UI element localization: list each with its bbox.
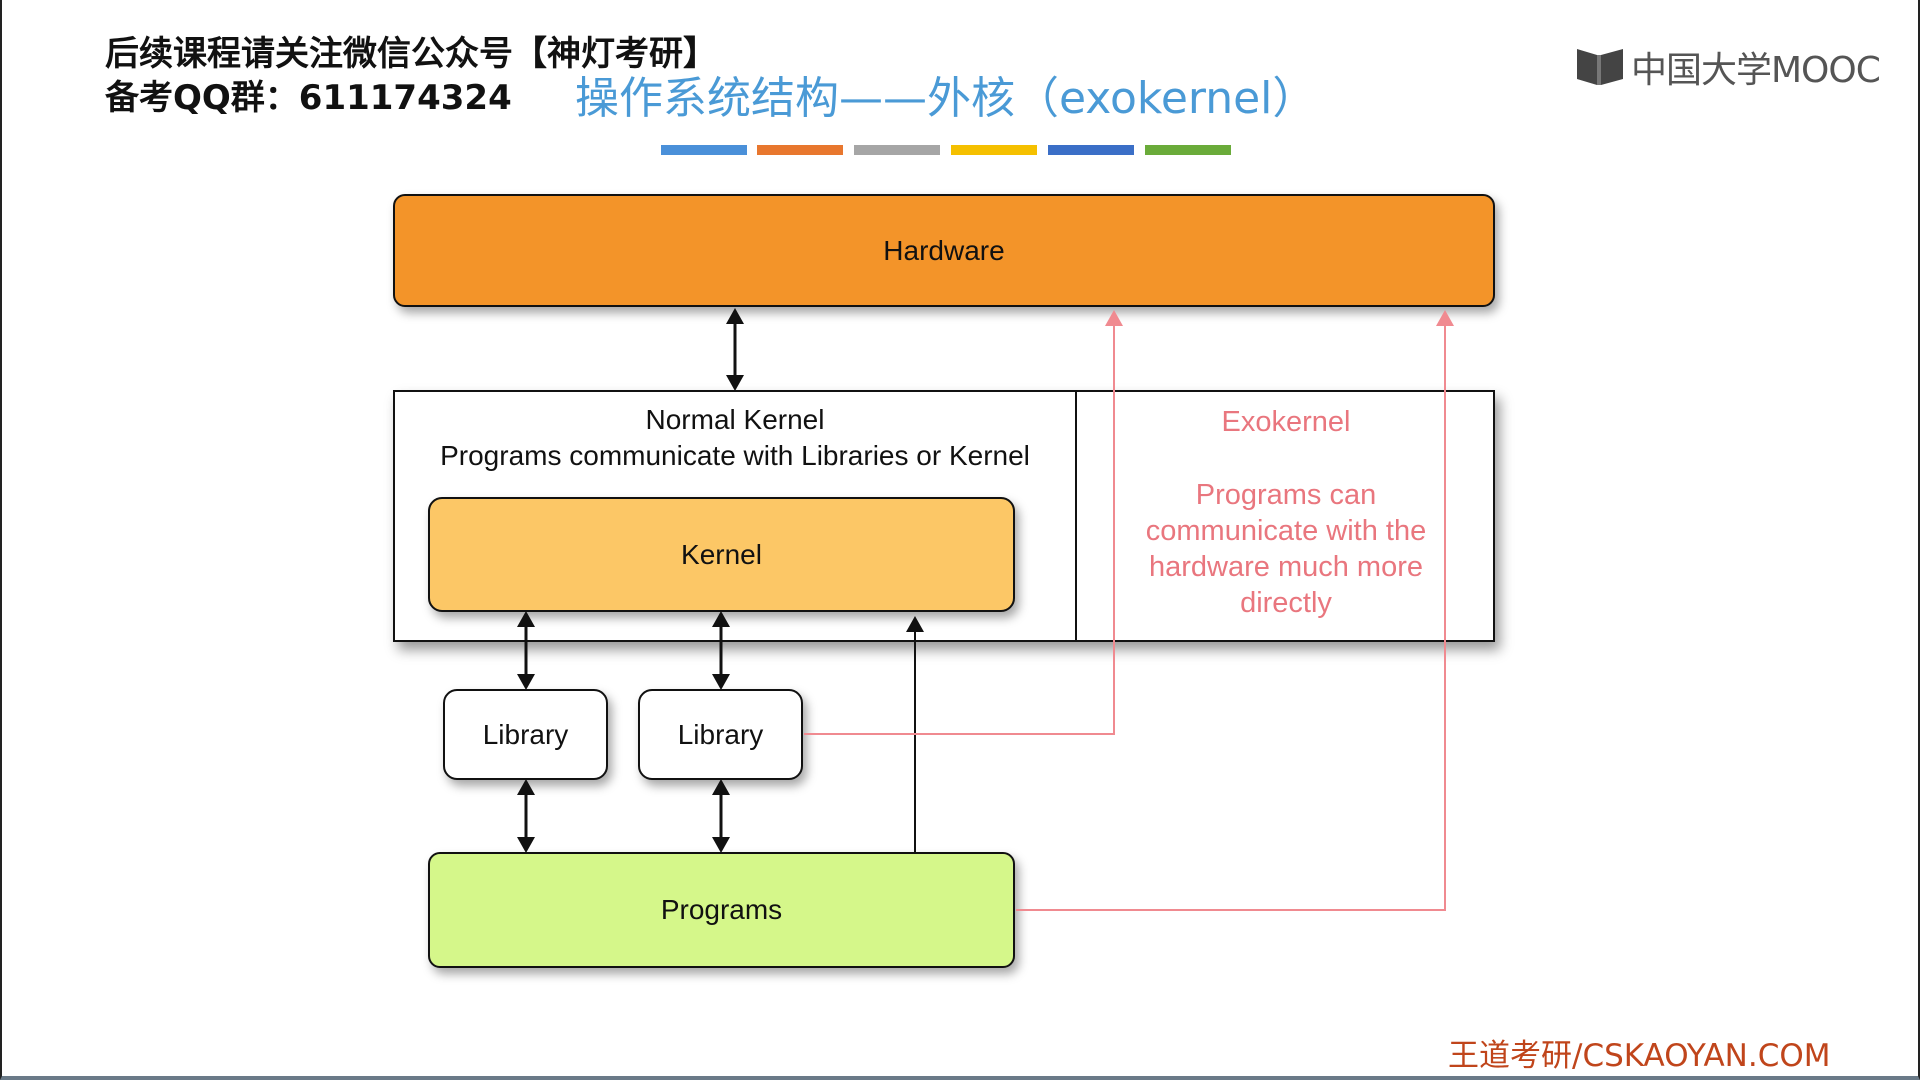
exokernel-desc-line: Programs can [1195,479,1377,511]
color-bar-segment [661,145,747,155]
library-box-1: Library [443,689,608,780]
programs-box: Programs [428,852,1015,968]
slide-title: 操作系统结构——外核（exokernel） [575,73,1317,124]
color-bar-segment [1145,145,1231,155]
normal-kernel-subtitle: Programs communicate with Libraries or K… [440,440,1030,471]
library-label: Library [482,718,569,750]
exokernel-desc-line: hardware much more [1149,551,1423,583]
notice-line-2: 备考QQ群：611174324 [105,78,512,118]
kernel-label: Kernel [681,538,762,570]
exokernel-title: Exokernel [1221,406,1351,438]
library-box-2: Library [638,689,803,780]
exokernel-description: Programs can communicate with the hardwa… [1077,477,1495,621]
normal-kernel-title: Normal Kernel [645,404,825,435]
hardware-label: Hardware [883,234,1005,266]
kernel-box: Kernel [428,497,1015,612]
exokernel-desc-line: communicate with the [1145,515,1427,547]
color-bar-segment [1048,145,1134,155]
hardware-box: Hardware [393,194,1495,307]
library-label: Library [677,718,764,750]
mooc-logo: 中国大学MOOC [1573,44,1881,91]
watermark: 王道考研/CSKAOYAN.COM [1448,1038,1831,1074]
normal-kernel-text: Normal Kernel Programs communicate with … [395,402,1075,474]
header-notice: 后续课程请关注微信公众号【神灯考研】 备考QQ群：611174324 [105,32,717,120]
programs-label: Programs [660,894,783,925]
notice-line-1: 后续课程请关注微信公众号【神灯考研】 [105,34,717,74]
color-bar-segment [951,145,1037,155]
book-icon [1577,49,1623,85]
logo-text: 中国大学MOOC [1631,50,1881,91]
color-bar-segment [757,145,843,155]
color-bar-segment [854,145,940,155]
exokernel-desc-line: directly [1240,587,1332,619]
